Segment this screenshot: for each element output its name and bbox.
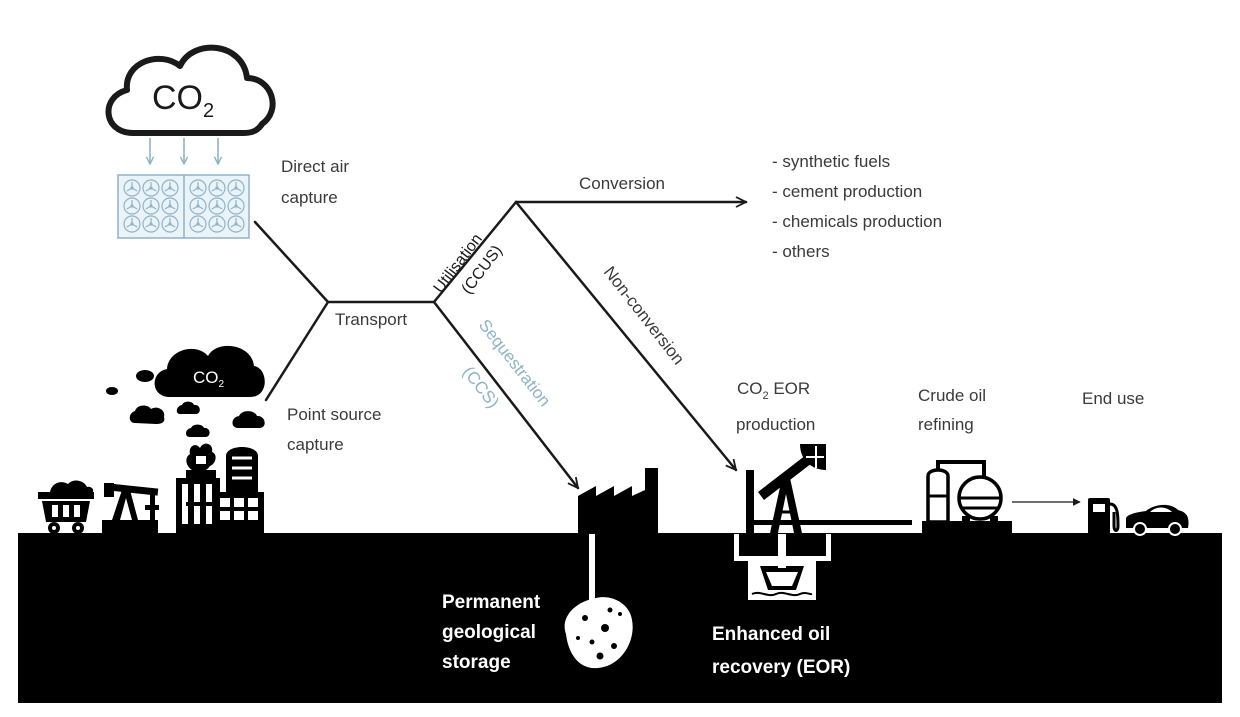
- direct-air-capture-icon: [117, 174, 250, 239]
- conversion-product-4: - others: [772, 242, 830, 261]
- point-source-line: [264, 300, 330, 402]
- sequestration-arrow: [432, 300, 580, 488]
- co2-smoke-cloud-icon: CO2: [106, 345, 265, 437]
- transport-label: Transport: [335, 310, 407, 329]
- end-use-label: End use: [1082, 389, 1144, 408]
- permanent-storage-label: Permanent geological storage: [442, 592, 545, 673]
- factory-icon: [578, 468, 658, 534]
- conversion-product-2: - cement production: [772, 182, 922, 201]
- underground-labels: Permanent geological storage Enhanced oi…: [442, 592, 850, 678]
- ccs-label: (CCS): [459, 363, 503, 412]
- refinery-tower-icon: [214, 447, 264, 534]
- conversion-product-1: - synthetic fuels: [772, 152, 890, 171]
- crude-oil-refining-label: Crude oil refining: [918, 386, 991, 434]
- conversion-label: Conversion: [579, 174, 665, 193]
- pumpjack-icon: [746, 444, 912, 534]
- non-conversion-arrow: [514, 200, 736, 470]
- enhanced-oil-recovery-label: Enhanced oil recovery (EOR): [712, 624, 850, 678]
- eor-production-label-line2: production: [736, 415, 815, 434]
- co2-cloud-icon: CO2: [105, 44, 276, 136]
- oil-well-icon: [734, 534, 831, 600]
- direct-air-line: [253, 220, 330, 304]
- utilisation-line: [432, 200, 518, 304]
- car-icon: [1126, 504, 1189, 536]
- conversion-product-3: - chemicals production: [772, 212, 942, 231]
- direct-air-capture-label: Direct air capture: [281, 157, 354, 207]
- power-plant-icon: [176, 443, 220, 534]
- fuel-pump-icon: [1088, 498, 1120, 534]
- non-conversion-label: Non-conversion: [600, 263, 688, 369]
- flow-lines: [253, 200, 748, 488]
- co2-cloud-label: CO2: [152, 79, 214, 122]
- air-flow-arrows: [150, 138, 218, 164]
- oil-pump-icon: [102, 483, 159, 533]
- coal-cart-icon: [38, 480, 94, 534]
- storage-rock-icon: [564, 534, 633, 669]
- refinery-icon: [922, 460, 1012, 534]
- eor-production-label: CO2 EOR: [737, 379, 810, 402]
- co2-smoke-label: CO2: [193, 368, 225, 390]
- point-source-capture-label: Point source capture: [287, 405, 386, 454]
